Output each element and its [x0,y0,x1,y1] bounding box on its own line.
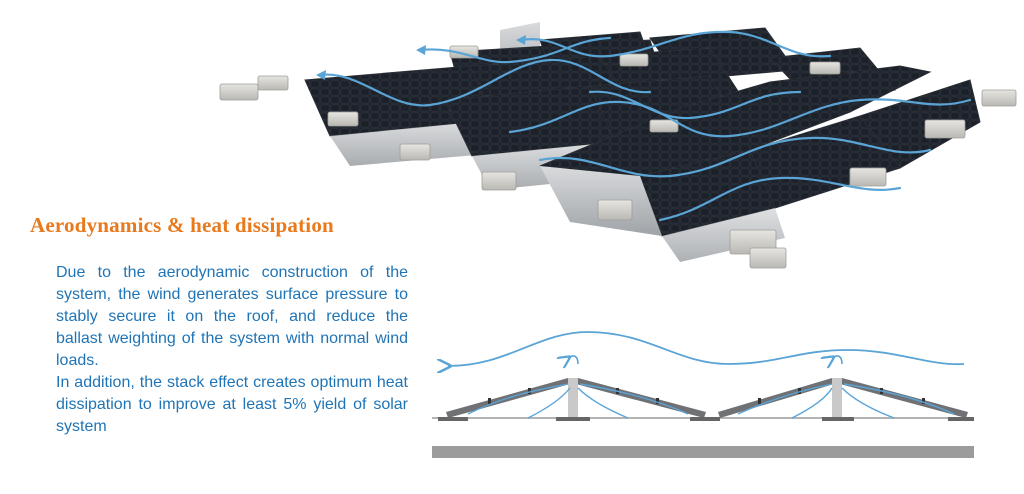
roof-surface [432,446,974,458]
paragraph-aerodynamics: Due to the aerodynamic construction of t… [56,264,408,369]
airflow-lines [318,30,972,222]
module-pair-left [438,378,720,421]
airflow-diagram [432,331,974,458]
wind-lift-left [568,356,579,364]
wind-stream-top [448,331,965,366]
section-title: Aerodynamics & heat dissipation [30,213,334,237]
module-pair-right [718,378,974,421]
wind-lift-right [832,356,843,364]
underflow-lines [467,383,955,419]
description-text: Due to the aerodynamic construction of t… [56,262,408,438]
solar-array-illustration [219,22,1017,269]
paragraph-heat-dissipation: In addition, the stack effect creates op… [56,374,408,435]
ballast-blocks [219,45,1017,269]
airflow-arrowheads [316,35,526,80]
